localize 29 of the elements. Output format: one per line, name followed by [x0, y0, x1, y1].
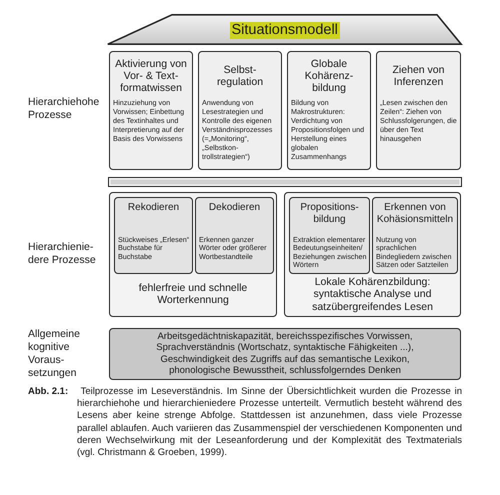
process-box — [114, 197, 193, 274]
process-box — [376, 51, 461, 170]
figure-caption: Abb. 2.1: Teilprozesse im Leseverständnis. Im Sinne der Übersichtlichkeit wurden die Prozesse in hierarchiehohe und hierarchieniedere Prozesse unterteilt. Vermutlich besteht während des Lesens aber keine strenge Abfolge. Stattdessen ist anzunehmen, dass viele Prozesse parallel ablaufen. Auch variieren das Zusammenspiel der verschiedenen Komponenten und deren Wechselwirkung mit der Leseanforderung und der Komplexität des Textmaterials (vgl. Christmann & Groeben, 1999). — [28, 386, 462, 460]
process-title: Selbst- regulation — [216, 64, 264, 88]
process-title: Propositions- bildung — [299, 202, 360, 226]
group-caption: fehlerfreie und schnelle Worterkennung — [138, 282, 248, 307]
process-box — [289, 197, 370, 274]
process-title: Dekodieren — [208, 202, 262, 214]
foundation-text: Arbeitsgedächtniskapazität, bereichsspezifisches Vorwissen, Sprachverständnis (Wortschatz, syntaktische Fähigkeiten ...), Geschwindigkeit des Zugriffs auf das semantische Lexikon, phonologische Bewusstheit, schlussfolgerndes Denken — [155, 330, 415, 377]
process-box — [372, 197, 458, 274]
highlighted-heading: Situationsmodell — [230, 22, 340, 39]
beam-bar — [108, 177, 462, 187]
process-box — [287, 51, 371, 170]
group-box — [284, 192, 461, 317]
level-label: Allgemeine kognitive Voraus- setzungen — [28, 328, 81, 380]
foundation-box — [109, 328, 461, 380]
group-box — [109, 192, 277, 317]
level-label: Hierarchienie- dere Prozesse — [28, 241, 97, 267]
process-title: Aktivierung von Vor- & Text- formatwissen — [114, 58, 188, 94]
process-title: Globale Kohärenz- bildung — [304, 58, 354, 94]
process-title: Rekodieren — [126, 202, 180, 214]
roof-shape — [107, 14, 462, 45]
process-title: Ziehen von Inferenzen — [392, 64, 446, 88]
process-title: Erkennen von Kohäsionsmitteln — [376, 202, 454, 226]
group-caption: Lokale Kohärenzbildung: syntaktische Analyse und satzübergreifendes Lesen — [311, 276, 434, 313]
process-box — [198, 51, 282, 170]
level-label: Hierarchiehohe Prozesse — [28, 96, 100, 122]
process-box — [109, 51, 193, 170]
process-box — [195, 197, 274, 274]
